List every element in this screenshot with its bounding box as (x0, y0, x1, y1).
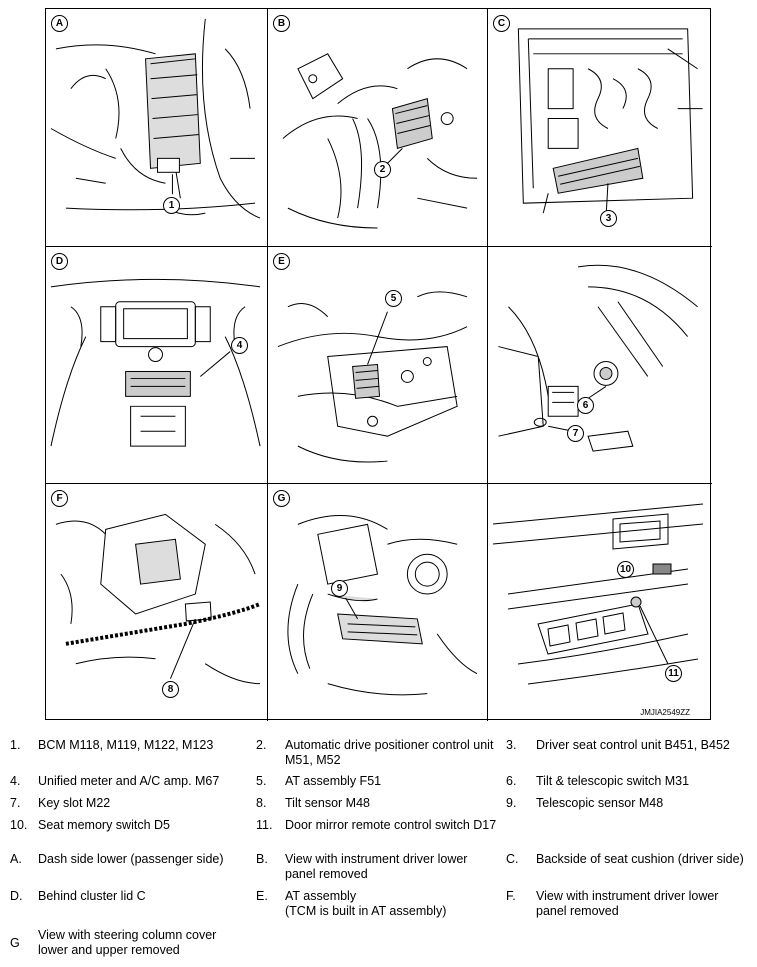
legend-number: 3. (506, 738, 517, 752)
figure-id: JMJIA2549ZZ (640, 708, 690, 717)
component-location-figure: A 1 B 2 C 3 (45, 8, 712, 721)
panel-b: B 2 (268, 9, 488, 247)
callout-2: 2 (374, 161, 391, 178)
legend-number: D. (10, 889, 23, 903)
panel-e-letter: E (273, 253, 290, 270)
legend-text: Unified meter and A/C amp. M67 (38, 774, 220, 788)
panel-a: A 1 (46, 9, 268, 247)
panel-f-drawing (55, 513, 261, 685)
panel-switch-keyslot: 6 7 (488, 247, 712, 484)
legend-number: B. (256, 852, 268, 866)
legend-number: 1. (10, 738, 21, 752)
panel-d-drawing (50, 278, 261, 447)
panel-e: E 5 (268, 247, 488, 484)
callout-7: 7 (567, 425, 584, 442)
legend-number: 7. (10, 796, 21, 810)
legend-text: Tilt sensor M48 (285, 796, 370, 810)
legend-text: View with instrument driver lower panel … (285, 852, 468, 881)
legend-number: 9. (506, 796, 517, 810)
panel-c-letter: C (493, 15, 510, 32)
panel-f-letter: F (51, 490, 68, 507)
panel-g: G 9 (268, 484, 488, 721)
panel-g-drawing (287, 515, 478, 696)
legend-text: Driver seat control unit B451, B452 (536, 738, 730, 752)
legend-number: 6. (506, 774, 517, 788)
panel-switch-keyslot-drawing (498, 264, 698, 452)
panel-c: C 3 (488, 9, 712, 247)
legend-number: 10. (10, 818, 28, 832)
legend-text: View with steering column cover lower an… (38, 928, 217, 957)
callout-5: 5 (385, 290, 402, 307)
panel-e-drawing (277, 291, 468, 463)
legend-text: Telescopic sensor M48 (536, 796, 664, 810)
callout-10: 10 (617, 561, 634, 578)
panel-a-letter: A (51, 15, 68, 32)
callout-9: 9 (331, 580, 348, 597)
legend-number: 11. (256, 818, 273, 832)
panel-door-switches-drawing (492, 503, 704, 685)
panel-b-letter: B (273, 15, 290, 32)
legend-text: View with instrument driver lower panel … (536, 889, 719, 918)
callout-4: 4 (231, 337, 248, 354)
panel-door-switches: 10 11 (488, 484, 712, 721)
legend-text: BCM M118, M119, M122, M123 (38, 738, 214, 752)
panel-f: F 8 (46, 484, 268, 721)
legend-text: Tilt & telescopic switch M31 (536, 774, 690, 788)
callout-1: 1 (163, 197, 180, 214)
legend-text: Seat memory switch D5 (38, 818, 170, 832)
callout-6: 6 (577, 397, 594, 414)
panel-d-letter: D (51, 253, 68, 270)
legend-number: E. (256, 889, 268, 903)
panel-a-drawing (50, 18, 261, 219)
legend-text: Door mirror remote control switch D17 (285, 818, 497, 832)
panel-b-drawing (282, 53, 478, 229)
legend-text: Behind cluster lid C (38, 889, 146, 903)
legend-number: 2. (256, 738, 267, 752)
legend-number: 4. (10, 774, 21, 788)
legend-number: 8. (256, 796, 267, 810)
panel-g-letter: G (273, 490, 290, 507)
panel-c-drawing (517, 28, 703, 219)
legend-number: 5. (256, 774, 267, 788)
legend-text: Backside of seat cushion (driver side) (536, 852, 744, 866)
callout-11: 11 (665, 665, 682, 682)
legend-number: C. (506, 852, 519, 866)
panel-d: D 4 (46, 247, 268, 484)
legend-number: G (10, 936, 20, 950)
legend-text: AT assembly (TCM is built in AT assembly… (285, 889, 447, 918)
callout-3: 3 (600, 210, 617, 227)
legend-number: F. (506, 889, 516, 903)
legend-text: AT assembly F51 (285, 774, 382, 788)
legend-text: Dash side lower (passenger side) (38, 852, 224, 866)
legend-text: Automatic drive positioner control unit … (285, 738, 494, 767)
legend-number: A. (10, 852, 22, 866)
callout-8: 8 (162, 681, 179, 698)
legend-text: Key slot M22 (38, 796, 111, 810)
